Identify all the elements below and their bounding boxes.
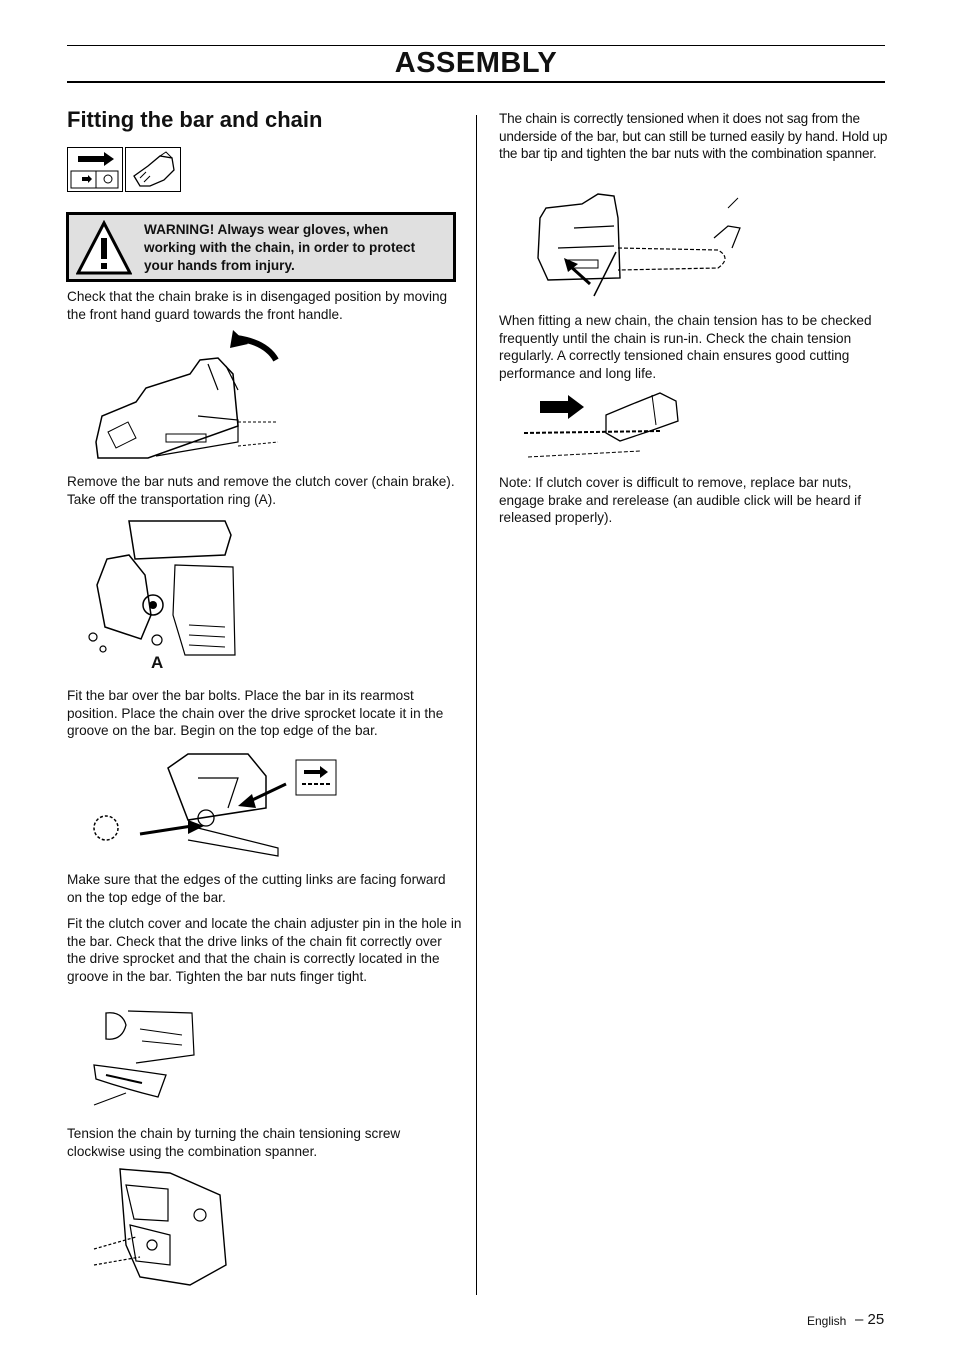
instruction-fit-bar: Fit the bar over the bar bolts. Place th… (67, 688, 444, 738)
chain-link-icon (295, 759, 337, 796)
page-title: ASSEMBLY (394, 47, 558, 79)
page-number: – 25 (855, 1311, 885, 1328)
illustration-fit-chain (88, 748, 343, 860)
instruction-tension-chain: Tension the chain by turning the chain t… (67, 1126, 401, 1159)
illustration-tensioning-screw (90, 1165, 235, 1290)
instruction-brake: Check that the chain brake is in disenga… (67, 289, 448, 322)
warning-box: WARNING! Always wear gloves, when workin… (66, 212, 456, 282)
label-transport-ring-a: A (151, 653, 164, 672)
instruction-new-chain: When fitting a new chain, the chain tens… (499, 313, 872, 381)
glove-icon (125, 147, 181, 192)
header-rule-top (67, 45, 885, 46)
instruction-correct-tension: The chain is correctly tensioned when it… (499, 111, 888, 161)
illustration-chain-brake (88, 330, 288, 462)
section-subtitle: Fitting the bar and chain (67, 107, 323, 132)
illustration-adjuster-pin (86, 1005, 201, 1115)
column-divider (476, 115, 477, 1295)
illustration-turn-chain (520, 385, 685, 465)
warning-text: WARNING! Always wear gloves, when workin… (144, 222, 416, 273)
illustration-clutch-cover: A (85, 515, 245, 675)
header-rule-bottom (67, 81, 885, 83)
illustration-hold-bar-tip (518, 188, 748, 298)
note-clutch-cover: Note: If clutch cover is difficult to re… (499, 475, 861, 525)
instruction-fit-clutch-cover: Fit the clutch cover and locate the chai… (67, 916, 462, 984)
instruction-remove-cover: Remove the bar nuts and remove the clutc… (67, 474, 455, 507)
footer-language: English (807, 1314, 847, 1328)
warning-triangle-icon (76, 220, 132, 275)
arrow-manual-icon (67, 147, 123, 192)
instruction-cutting-links: Make sure that the edges of the cutting … (67, 872, 446, 905)
